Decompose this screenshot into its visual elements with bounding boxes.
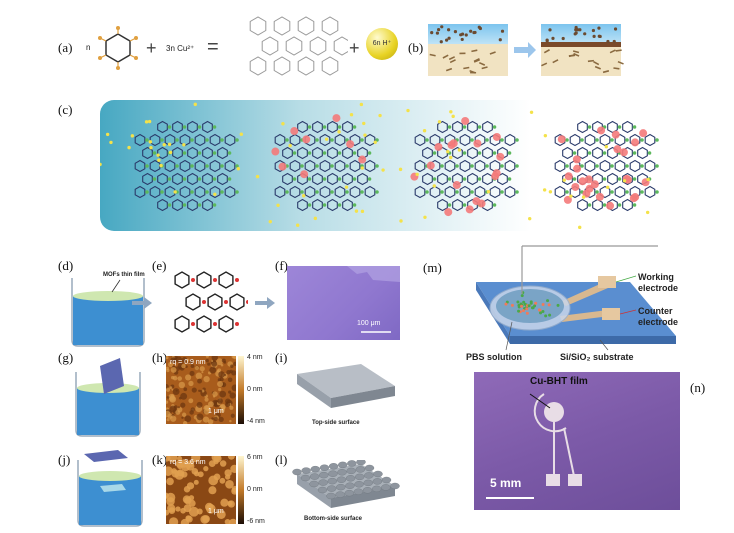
arrow-icon — [132, 297, 152, 309]
mof-growth-stages — [98, 102, 659, 230]
cu-bht-framework — [249, 16, 348, 76]
substrate-label: Si/SiO₂ substrate — [560, 352, 634, 362]
optical-image: 100 μm — [287, 266, 400, 340]
cbar-k-bot: -6 nm — [247, 518, 265, 525]
interface-schematic — [428, 24, 624, 76]
cbar-h-mid: 0 nm — [247, 386, 263, 393]
panel-label-g: (g) — [58, 350, 74, 365]
plus-sign-2: + — [349, 38, 360, 58]
beaker-transfer-bottom — [77, 450, 143, 527]
panel-label-e: (e) — [152, 258, 167, 273]
plus-sign: + — [146, 38, 157, 58]
mof-stage-3 — [410, 116, 519, 217]
growth-strip — [98, 100, 674, 231]
beaker-with-film — [71, 278, 145, 347]
top-surface-block — [297, 364, 395, 408]
panel-label-k: (k) — [152, 452, 168, 467]
device-photo: Cu-BHT film 5 mm — [474, 372, 680, 510]
panel-label-a: (a) — [58, 40, 73, 55]
panel-label-c: (c) — [58, 102, 73, 117]
cbar-k-top: 6 nm — [247, 454, 263, 461]
mof-stage-1 — [134, 120, 239, 212]
bht-molecule — [98, 26, 138, 70]
working-electrode-label: Working electrode — [638, 272, 679, 293]
bottom-surface-block — [292, 460, 400, 508]
scale-bar-h: 1 μm — [208, 408, 224, 415]
copper-ions: 3n Cu²⁺ — [166, 44, 195, 53]
panel-label-i: (i) — [275, 350, 288, 365]
colorbar-k — [238, 456, 244, 524]
afm-image-bottom: rq = 3.6 nm 1 μm — [166, 456, 236, 524]
mof-stage-2 — [271, 114, 379, 212]
panel-label-f: (f) — [275, 258, 288, 273]
afm-image-top: rq = 0.9 nm 1 μm — [166, 356, 236, 424]
arrow-icon — [514, 42, 536, 58]
mof-stage-4 — [554, 120, 659, 212]
rq-bottom: rq = 3.6 nm — [170, 459, 206, 466]
panel-label-j: (j) — [58, 452, 71, 467]
panel-label-b: (b) — [408, 40, 424, 55]
panel-label-n: (n) — [690, 380, 706, 395]
cu-bht-label: Cu-BHT film — [530, 376, 588, 387]
cbar-h-bot: -4 nm — [247, 418, 265, 425]
scale-bar-f: 100 μm — [357, 320, 381, 327]
scale-bar-n: 5 mm — [490, 476, 522, 490]
electrochemical-device — [476, 245, 676, 351]
pbs-label: PBS solution — [466, 352, 522, 362]
counter-electrode-label: Counter electrode — [638, 306, 679, 327]
panel-label-m: (m) — [423, 260, 442, 275]
arrow-icon — [255, 297, 275, 309]
rq-top: rq = 0.9 nm — [170, 359, 206, 366]
proton-sphere: 6n H⁺ — [366, 28, 398, 60]
proton-label: 6n H⁺ — [372, 40, 392, 47]
colorbar-h — [238, 356, 244, 424]
beaker-transfer-top — [75, 358, 141, 437]
mof-structure — [174, 271, 248, 333]
top-surface-label: Top-side surface — [312, 420, 360, 426]
panel-label-h: (h) — [152, 350, 168, 365]
coefficient-n: n — [86, 43, 91, 52]
scale-bar-k: 1 μm — [208, 508, 224, 515]
panel-label-l: (l) — [275, 452, 288, 467]
equals-sign: = — [207, 36, 219, 58]
mofs-film-label: MOFs thin film — [103, 272, 145, 278]
panel-label-d: (d) — [58, 258, 74, 273]
bottom-surface-label: Bottom-side surface — [304, 516, 363, 522]
cbar-k-mid: 0 nm — [247, 486, 263, 493]
cbar-h-top: 4 nm — [247, 354, 263, 361]
